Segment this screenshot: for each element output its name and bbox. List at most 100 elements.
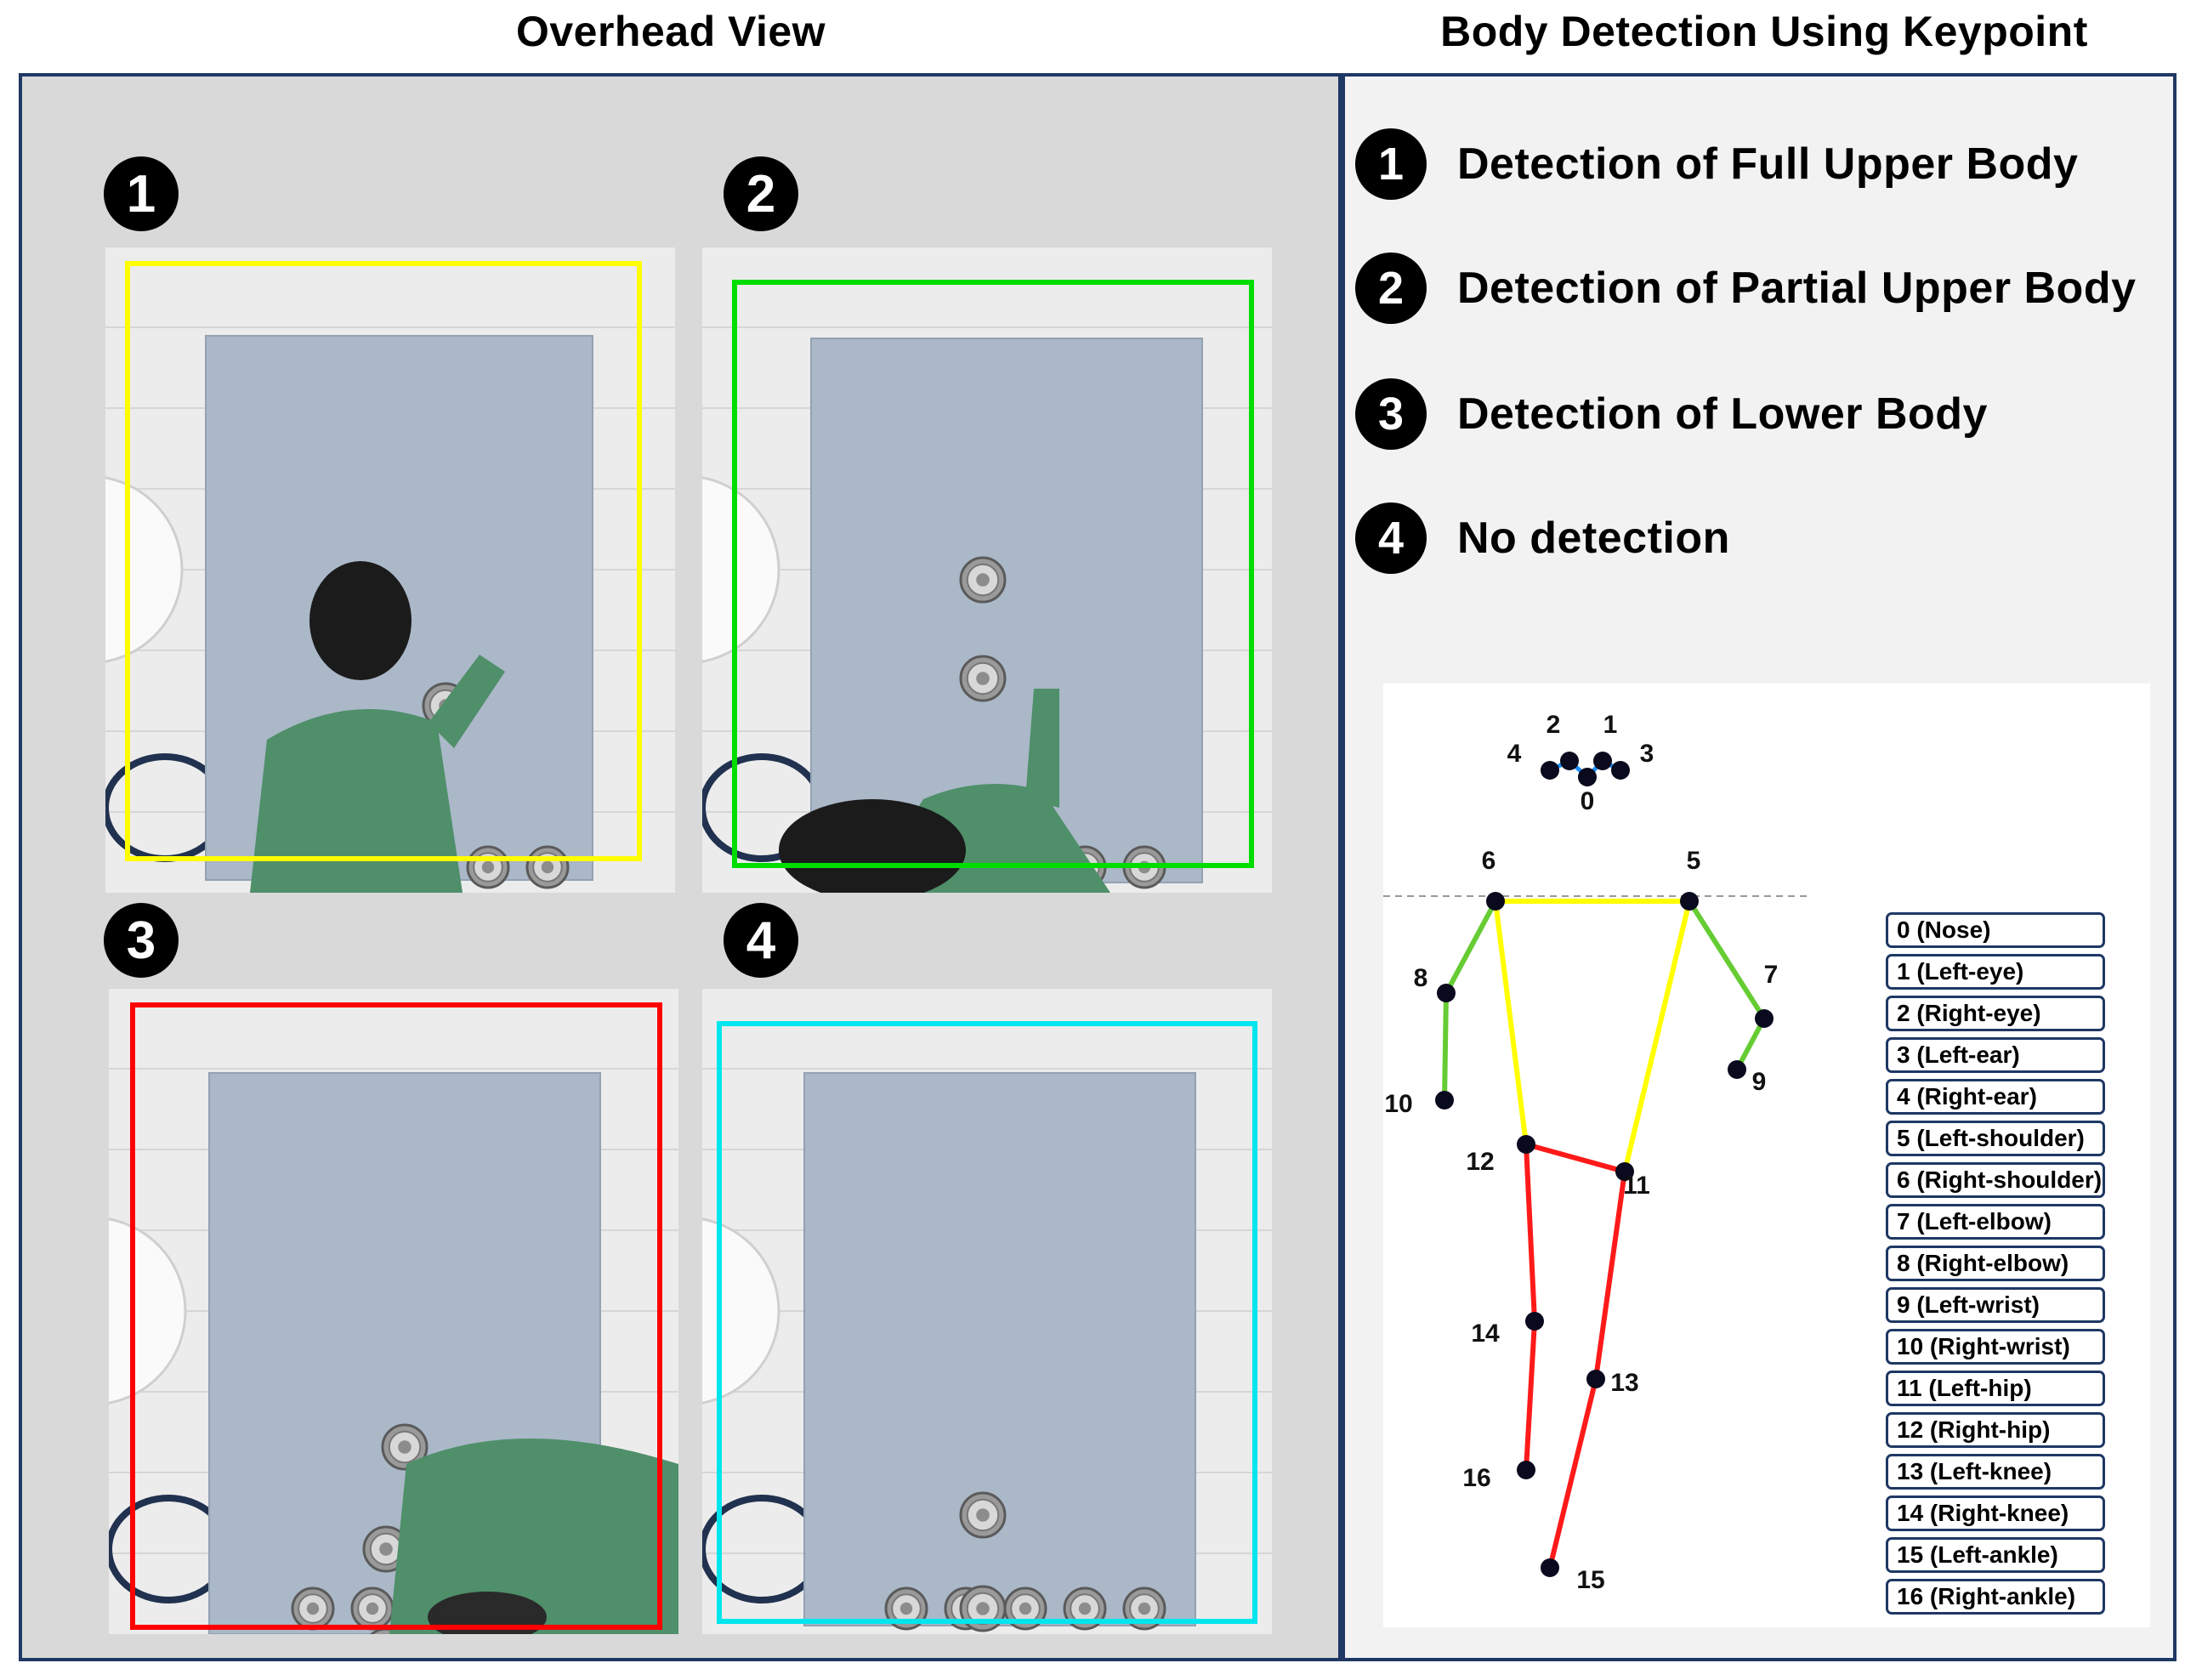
keypoint-14 xyxy=(1525,1312,1544,1331)
person-arm xyxy=(428,655,505,748)
legend-2-label: Detection of Partial Upper Body xyxy=(1457,264,2137,313)
skeleton-edge-legs xyxy=(1524,1142,1537,1324)
skeleton-edge-shoulders xyxy=(1622,899,1692,1174)
detection-box xyxy=(732,280,1254,868)
person-head xyxy=(309,561,411,680)
keypoint-list-item: 8 (Right-elbow) xyxy=(1886,1246,2105,1281)
keypoint-10 xyxy=(1435,1091,1454,1110)
legend-item-4: 4 No detection xyxy=(1355,500,1730,576)
keypoint-label-5: 5 xyxy=(1687,847,1701,875)
legend-1-badge: 1 xyxy=(1355,128,1427,200)
legend-4-label: No detection xyxy=(1457,514,1730,563)
skeleton-edge-arms xyxy=(1442,990,1449,1103)
skeleton-edge-legs xyxy=(1593,1169,1627,1382)
keypoint-label-7: 7 xyxy=(1764,961,1779,989)
keypoint-1 xyxy=(1593,752,1612,770)
photo-1-badge: 1 xyxy=(104,156,179,231)
keypoint-label-0: 0 xyxy=(1581,787,1595,815)
photo-2-badge: 2 xyxy=(724,156,798,231)
keypoint-label-13: 13 xyxy=(1610,1369,1638,1397)
person-body xyxy=(389,1439,678,1634)
keypoint-11 xyxy=(1615,1162,1634,1181)
overhead-view-title: Overhead View xyxy=(515,8,826,55)
keypoint-label-1: 1 xyxy=(1603,711,1618,739)
keypoint-detection-title: Body Detection Using Keypoint xyxy=(1440,8,2088,55)
round-table xyxy=(105,476,184,663)
legend-item-3: 3 Detection of Lower Body xyxy=(1355,376,1988,452)
keypoint-3 xyxy=(1611,761,1630,780)
keypoint-label-15: 15 xyxy=(1576,1566,1604,1594)
keypoint-2 xyxy=(1560,752,1579,770)
keypoint-list-item: 14 (Right-knee) xyxy=(1886,1496,2105,1531)
keypoint-list-item: 4 (Right-ear) xyxy=(1886,1079,2105,1115)
keypoint-label-9: 9 xyxy=(1752,1068,1767,1096)
keypoint-8 xyxy=(1437,984,1456,1002)
keypoint-label-10: 10 xyxy=(1384,1090,1412,1118)
overhead-photo-4 xyxy=(702,988,1272,1634)
keypoint-0 xyxy=(1578,768,1597,786)
keypoint-15 xyxy=(1541,1558,1559,1577)
person-head xyxy=(779,799,966,893)
keypoint-label-3: 3 xyxy=(1640,740,1654,768)
keypoint-list-item: 15 (Left-ankle) xyxy=(1886,1537,2105,1573)
keypoint-label-8: 8 xyxy=(1414,964,1428,992)
keypoint-list-item: 11 (Left-hip) xyxy=(1886,1371,2105,1406)
photo-3-badge: 3 xyxy=(104,903,179,978)
keypoint-label-2: 2 xyxy=(1547,711,1561,739)
keypoint-12 xyxy=(1517,1135,1535,1154)
keypoint-label-12: 12 xyxy=(1466,1148,1494,1176)
skeleton-edge-legs xyxy=(1524,1319,1537,1473)
keypoint-label-11: 11 xyxy=(1623,1172,1650,1200)
keypoint-label-4: 4 xyxy=(1507,740,1522,768)
keypoint-list-item: 5 (Left-shoulder) xyxy=(1886,1121,2105,1156)
overhead-photo-3 xyxy=(109,988,678,1634)
keypoint-label-16: 16 xyxy=(1462,1464,1490,1492)
keypoint-16 xyxy=(1517,1461,1535,1479)
keypoint-7 xyxy=(1755,1009,1774,1028)
legend-3-label: Detection of Lower Body xyxy=(1457,389,1988,439)
keypoint-list-item: 9 (Left-wrist) xyxy=(1886,1287,2105,1323)
keypoint-list-item: 1 (Left-eye) xyxy=(1886,954,2105,990)
photo-4-badge: 4 xyxy=(724,903,798,978)
keypoint-list-item: 7 (Left-elbow) xyxy=(1886,1204,2105,1240)
keypoint-6 xyxy=(1486,892,1505,911)
board xyxy=(803,1072,1196,1626)
legend-4-badge: 4 xyxy=(1355,502,1427,574)
keypoint-list-item: 0 (Nose) xyxy=(1886,912,2105,948)
keypoint-list-item: 13 (Left-knee) xyxy=(1886,1454,2105,1490)
legend-3-badge: 3 xyxy=(1355,378,1427,450)
overhead-photo-1 xyxy=(105,247,675,893)
keypoint-list-item: 10 (Right-wrist) xyxy=(1886,1329,2105,1365)
overhead-photo-2 xyxy=(702,247,1272,893)
skeleton-edge-arms xyxy=(1444,899,1498,996)
keypoint-list-item: 3 (Left-ear) xyxy=(1886,1037,2105,1073)
skeleton-edge-arms xyxy=(1687,899,1767,1021)
legend-1-label: Detection of Full Upper Body xyxy=(1457,139,2079,189)
legend-item-2: 2 Detection of Partial Upper Body xyxy=(1355,250,2137,326)
keypoint-5 xyxy=(1680,892,1699,911)
keypoint-label-14: 14 xyxy=(1471,1320,1500,1348)
skeleton-edge-shoulders xyxy=(1493,899,1529,1147)
keypoint-4 xyxy=(1541,761,1559,780)
skeleton-edge-arms xyxy=(1734,1016,1767,1072)
keypoint-9 xyxy=(1728,1060,1746,1079)
legend-item-1: 1 Detection of Full Upper Body xyxy=(1355,126,2078,202)
keypoint-13 xyxy=(1586,1370,1605,1388)
detection-box xyxy=(125,261,642,861)
keypoint-list-item: 12 (Right-hip) xyxy=(1886,1412,2105,1448)
person-torso xyxy=(250,709,463,893)
person-head xyxy=(428,1592,547,1634)
skeleton-edge-legs xyxy=(1524,1142,1627,1174)
keypoint-list-item: 6 (Right-shoulder) xyxy=(1886,1162,2105,1198)
legend-2-badge: 2 xyxy=(1355,253,1427,324)
detection-box xyxy=(717,1021,1257,1624)
keypoint-label-6: 6 xyxy=(1482,847,1496,875)
keypoint-list-item: 16 (Right-ankle) xyxy=(1886,1579,2105,1615)
keypoint-list-item: 2 (Right-eye) xyxy=(1886,996,2105,1031)
person-arm xyxy=(1025,689,1059,808)
round-table xyxy=(702,476,780,663)
skeleton-edge-legs xyxy=(1547,1376,1598,1570)
detection-box xyxy=(130,1002,662,1630)
round-table xyxy=(109,1217,187,1405)
